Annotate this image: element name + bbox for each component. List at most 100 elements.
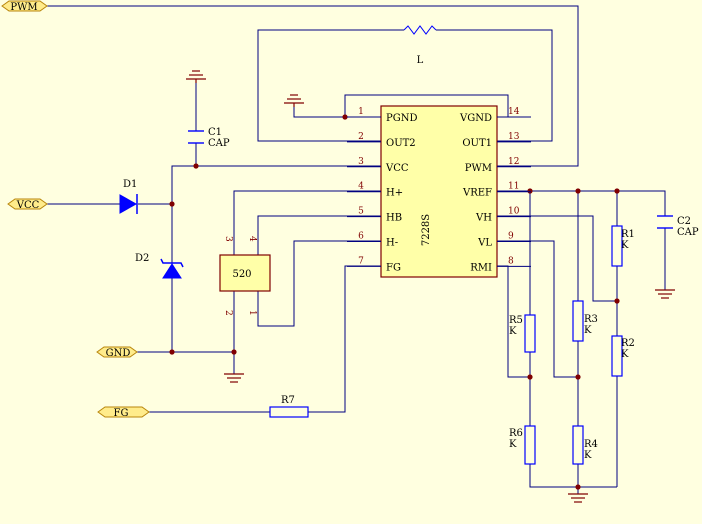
r6-ref-label: R6 (509, 428, 523, 439)
port-fg[interactable]: FG (97, 406, 150, 419)
wire-hall-p4 (257, 215, 381, 255)
d1-triangle (119, 194, 138, 214)
r4-ref-label: R4 (584, 439, 598, 450)
ground-icon (284, 94, 304, 107)
ic-pin-7-name: FG (386, 262, 401, 273)
ic-pin-1-name: PGND (386, 113, 417, 124)
port-fg-label: FG (114, 408, 129, 419)
wire-fg-r7 (308, 265, 381, 413)
ic-pin-4-number: 4 (358, 182, 364, 192)
port-pwm[interactable]: PWM (1, 0, 48, 13)
wire-out2-inductor (257, 29, 404, 142)
ic-pin-7-number: 7 (358, 256, 364, 266)
c1-ref-label: C1 (208, 127, 222, 138)
r5-value-label: K (509, 326, 517, 337)
ic-pin-3-number: 3 (358, 157, 364, 167)
hall-pin4-label: 4 (247, 236, 257, 242)
resistor-r6[interactable]: R6 K (509, 425, 536, 465)
ic-pin-11-number: 11 (508, 182, 519, 192)
resistor-r3[interactable]: R3 K (572, 300, 598, 342)
inductor-coil (403, 25, 437, 35)
wire-pgnd (293, 107, 381, 118)
r6-body (524, 425, 536, 465)
port-gnd-label: GND (106, 348, 131, 359)
r6-value-label: K (509, 439, 517, 450)
r2-value-label: K (621, 349, 629, 360)
port-pwm-label: PWM (10, 2, 37, 13)
resistor-r5[interactable]: R5 K (509, 314, 536, 353)
ic-pin-6-number: 6 (358, 232, 364, 242)
capacitor-c2[interactable]: C2 CAP (657, 215, 699, 238)
ic-pin-12-name: PWM (465, 163, 492, 174)
hall-pin3-label: 3 (223, 236, 233, 242)
port-fg-shape (97, 406, 150, 418)
c2-value-label: CAP (677, 227, 699, 238)
junction-dot (614, 188, 620, 194)
port-gnd[interactable]: GND (96, 346, 138, 359)
hall-sensor-520[interactable]: 520 3 4 2 1 (219, 236, 271, 316)
junction-dot (575, 188, 581, 194)
ic-pin-6-name: H- (386, 238, 398, 249)
r3-value-label: K (584, 325, 592, 336)
ic-pin-9-number: 9 (508, 232, 514, 242)
zener-d2[interactable]: D2 (135, 253, 184, 279)
junction-dot (575, 484, 581, 490)
ic-pin-8-name: RMI (470, 262, 492, 273)
r7-label: R7 (281, 395, 295, 406)
resistor-r7[interactable]: R7 (269, 395, 309, 418)
port-vcc-label: VCC (16, 200, 40, 211)
ic-pin-10-name: VH (475, 213, 492, 224)
ic-pin-2-name: OUT2 (386, 138, 416, 149)
ic-pin-13-name: OUT1 (462, 138, 492, 149)
r3-body (572, 300, 584, 342)
r2-ref-label: R2 (621, 338, 635, 349)
ground-icon (186, 70, 206, 83)
junction-dot (575, 374, 581, 380)
junction-dot (169, 349, 175, 355)
ground-icon (224, 373, 244, 383)
hall-body (219, 254, 271, 292)
ic-7228s[interactable]: 7228S 1PGND2OUT23VCC4H+5HB6H-7FG14VGND13… (347, 105, 531, 278)
hall-pin1-label: 1 (247, 310, 257, 316)
r1-value-label: K (621, 240, 629, 251)
ic-pin-3-name: VCC (385, 163, 409, 174)
wire-hall-p3 (233, 190, 381, 255)
junction-dot (527, 188, 533, 194)
ic-name-label: 7228S (421, 214, 432, 246)
ic-pin-11-name: VREF (462, 188, 492, 199)
wire-vref (497, 190, 666, 216)
ic-pin-12-number: 12 (508, 157, 519, 167)
diode-d1[interactable]: D1 (119, 179, 138, 214)
c2-ref-label: C2 (677, 216, 691, 227)
ic-pins: 1PGND2OUT23VCC4H+5HB6H-7FG14VGND13OUT112… (347, 107, 531, 273)
ground-icon (655, 289, 675, 299)
capacitor-c1[interactable]: C1 CAP (188, 127, 230, 149)
hall-name-label: 520 (232, 269, 251, 280)
ic-pin-1-number: 1 (358, 107, 364, 117)
junction-dot (342, 114, 348, 120)
junction-dot (193, 163, 199, 169)
wire-r6-bottom (529, 464, 617, 488)
resistor-r1[interactable]: R1 K (611, 225, 635, 267)
ic-pin-13-number: 13 (508, 132, 520, 142)
resistor-r2[interactable]: R2 K (611, 335, 635, 377)
ground-icon (568, 493, 588, 503)
d2-cathode-bar (160, 258, 184, 268)
ic-pin-8-number: 8 (508, 256, 514, 266)
hall-pin2-label: 2 (223, 310, 233, 316)
c1-value-label: CAP (208, 138, 230, 149)
ic-body (380, 105, 498, 278)
junctions (169, 114, 620, 490)
ic-pin-2-number: 2 (358, 132, 364, 142)
junction-dot (614, 298, 620, 304)
ic-pin-14-number: 14 (508, 107, 520, 117)
ic-pin-14-name: VGND (459, 113, 492, 124)
ic-pin-5-number: 5 (358, 207, 364, 217)
inductor-l[interactable]: L (403, 25, 437, 66)
wire-vcc-pin (171, 165, 381, 352)
resistor-r4[interactable]: R4 K (572, 425, 598, 465)
port-vcc[interactable]: VCC (7, 198, 48, 211)
d2-triangle (162, 263, 182, 279)
